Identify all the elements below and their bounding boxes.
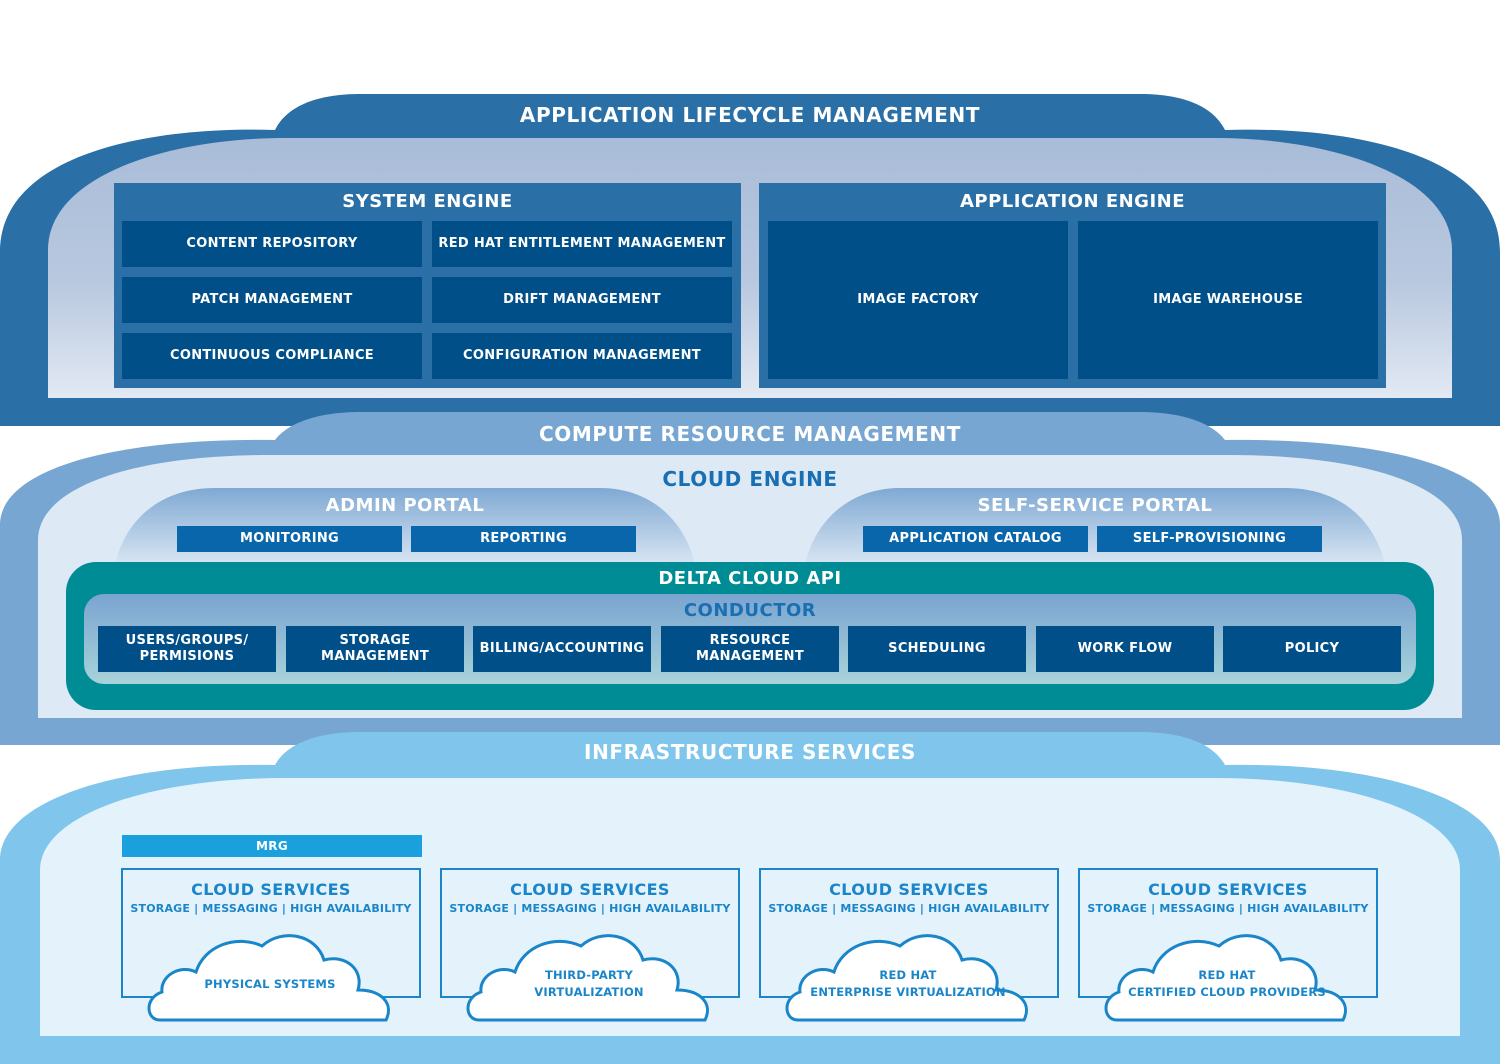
cloud-services-subtitle-3: STORAGE | MESSAGING | HIGH AVAILABILITY [768,902,1050,915]
drift-management-box: DRIFT MANAGEMENT [432,277,732,323]
scheduling-box: SCHEDULING [848,626,1026,672]
infra-title: INFRASTRUCTURE SERVICES [584,740,916,764]
cloud-label-4: RED HAT CERTIFIED CLOUD PROVIDERS [1128,968,1326,999]
patch-management-box: PATCH MANAGEMENT [122,277,422,323]
cloud-label-1: PHYSICAL SYSTEMS [204,977,336,991]
cloud-icon-2 [466,934,709,1022]
cloud-services-title-1: CLOUD SERVICES [191,880,351,899]
cloud-services-title-2: CLOUD SERVICES [510,880,670,899]
cloud-services-title-3: CLOUD SERVICES [829,880,989,899]
conductor-title: CONDUCTOR [683,600,817,621]
work-flow-box: WORK FLOW [1036,626,1214,672]
reporting-box: REPORTING [411,526,636,552]
cloud-icon-3 [785,934,1028,1022]
system-engine-title: SYSTEM ENGINE [342,191,513,212]
cloud-label-3: RED HAT ENTERPRISE VIRTUALIZATION [810,968,1006,999]
application-catalog-box: APPLICATION CATALOG [863,526,1088,552]
users-groups-permissions-box: USERS/GROUPS/ PERMISIONS [98,626,276,672]
entitlement-management-box: RED HAT ENTITLEMENT MANAGEMENT [432,221,732,267]
billing-accounting-box: BILLING/ACCOUNTING [473,626,651,672]
continuous-compliance-box: CONTINUOUS COMPLIANCE [122,333,422,379]
alm-title: APPLICATION LIFECYCLE MANAGEMENT [519,103,981,127]
delta-cloud-api-title: DELTA CLOUD API [658,568,842,589]
cloud-services-subtitle-2: STORAGE | MESSAGING | HIGH AVAILABILITY [449,902,731,915]
storage-management-box: STORAGE MANAGEMENT [286,626,464,672]
policy-box: POLICY [1223,626,1401,672]
cloud-services-title-4: CLOUD SERVICES [1148,880,1308,899]
configuration-management-box: CONFIGURATION MANAGEMENT [432,333,732,379]
content-repository-box: CONTENT REPOSITORY [122,221,422,267]
monitoring-box: MONITORING [177,526,402,552]
resource-management-box: RESOURCE MANAGEMENT [661,626,839,672]
self-provisioning-box: SELF-PROVISIONING [1097,526,1322,552]
admin-portal-title: ADMIN PORTAL [325,495,485,516]
cloud-label-2: THIRD-PARTY VIRTUALIZATION [534,968,644,999]
cloud-engine-title: CLOUD ENGINE [662,467,838,491]
application-engine-title: APPLICATION ENGINE [959,191,1186,212]
image-warehouse-box: IMAGE WAREHOUSE [1078,221,1378,379]
image-factory-box: IMAGE FACTORY [768,221,1068,379]
mrg-label: MRG [256,839,288,853]
crm-title: COMPUTE RESOURCE MANAGEMENT [539,422,961,446]
cloud-icon-1 [147,934,390,1022]
cloud-services-subtitle-1: STORAGE | MESSAGING | HIGH AVAILABILITY [130,902,412,915]
cloud-services-subtitle-4: STORAGE | MESSAGING | HIGH AVAILABILITY [1087,902,1369,915]
self-service-portal-title: SELF-SERVICE PORTAL [977,495,1213,516]
cloud-icon-4 [1104,934,1347,1022]
